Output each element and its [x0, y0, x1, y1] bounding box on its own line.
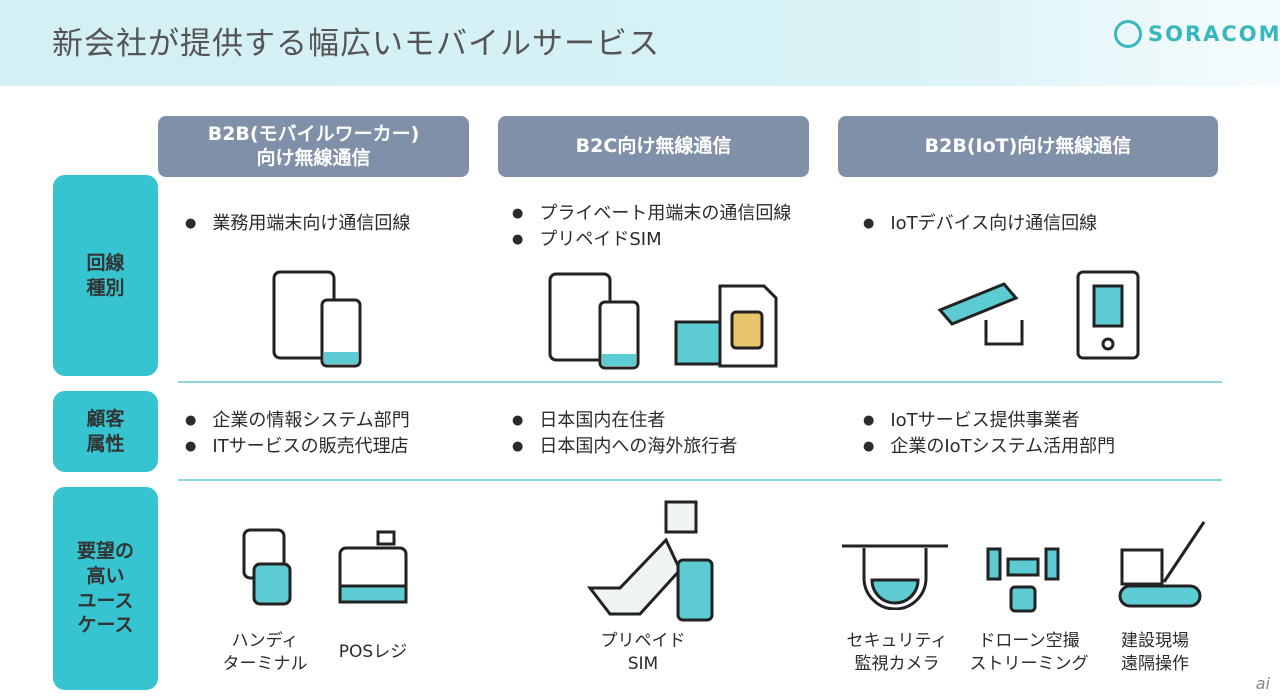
- camera-thermometer-device-icon: [937, 270, 1140, 360]
- line-type-list-iot: IoTデバイス向け通信回線: [863, 212, 1097, 238]
- row-label-customer: 顧客属性: [53, 391, 158, 472]
- devices-sim-icon: [548, 272, 778, 370]
- use-case-caption: ハンディターミナル: [210, 630, 320, 676]
- list-item: ITサービスの販売代理店: [185, 435, 410, 461]
- row-label-line: 顧客: [86, 407, 125, 430]
- caption-line: 遠隔操作: [1121, 654, 1189, 674]
- column-header-line: B2C向け無線通信: [575, 134, 732, 157]
- caption-line: ストリーミング: [969, 654, 1089, 674]
- tablet-phone-icon: [272, 270, 362, 368]
- logo-text: SORACOM: [1148, 22, 1280, 46]
- caption-line: POSレジ: [338, 642, 408, 662]
- soracom-logo: SORACOM: [1114, 20, 1280, 48]
- list-item: IoTサービス提供事業者: [863, 409, 1115, 435]
- row-label-line: ケース: [77, 614, 134, 637]
- row-label-line: 属性: [86, 432, 125, 455]
- caption-line: プリペイド: [600, 631, 686, 651]
- crane-icon: [1118, 521, 1206, 608]
- list-item: 業務用端末向け通信回線: [185, 212, 410, 238]
- column-header-b2b-mobile: B2B(モバイルワーカー)向け無線通信: [158, 116, 469, 177]
- row-label-line: 種別: [86, 276, 125, 299]
- line-type-list-b2c: プライベート用端末の通信回線プリペイドSIM: [512, 202, 791, 254]
- column-header-line: B2B(モバイルワーカー): [207, 122, 420, 145]
- list-item: 企業のIoTシステム活用部門: [863, 435, 1115, 461]
- caption-line: 監視カメラ: [854, 654, 940, 674]
- row-label-line-type: 回線種別: [53, 175, 158, 376]
- header-band: [0, 0, 1280, 86]
- caption-line: セキュリティ: [846, 631, 948, 651]
- caption-line: ターミナル: [222, 654, 308, 674]
- watermark: ai: [1255, 674, 1270, 693]
- row-label-line: ユース: [77, 589, 134, 612]
- row-divider: [178, 479, 1222, 481]
- row-divider: [178, 381, 1222, 383]
- handy-terminal-icon: [242, 528, 292, 606]
- column-header-line: 向け無線通信: [256, 146, 371, 169]
- column-header-b2c: B2C向け無線通信: [498, 116, 809, 177]
- list-item: プライベート用端末の通信回線: [512, 202, 791, 228]
- column-header-b2b-iot: B2B(IoT)向け無線通信: [838, 116, 1218, 177]
- caption-line: ドローン空撮: [978, 631, 1080, 651]
- dome-camera-icon: [842, 544, 948, 610]
- japan-map-suitcase-icon: [586, 500, 714, 622]
- customer-list-iot: IoTサービス提供事業者企業のIoTシステム活用部門: [863, 409, 1115, 461]
- use-case-caption: 建設現場遠隔操作: [1100, 630, 1210, 676]
- row-label-line: 要望の: [76, 540, 134, 563]
- list-item: 日本国内への海外旅行者: [512, 435, 737, 461]
- list-item: 日本国内在住者: [512, 409, 737, 435]
- logo-mark-icon: [1114, 20, 1142, 48]
- row-label-line: 回線: [86, 251, 125, 274]
- line-type-list-b2b: 業務用端末向け通信回線: [185, 212, 410, 238]
- customer-list-b2c: 日本国内在住者日本国内への海外旅行者: [512, 409, 737, 461]
- caption-line: ハンディ: [231, 631, 299, 651]
- use-case-caption: プリペイド SIM: [588, 630, 698, 676]
- list-item: 企業の情報システム部門: [185, 409, 409, 435]
- row-label-use-case: 要望の高いユースケース: [53, 487, 158, 690]
- list-item: IoTデバイス向け通信回線: [863, 212, 1097, 238]
- caption-line: 建設現場: [1121, 631, 1189, 651]
- drone-icon: [986, 547, 1060, 613]
- use-case-caption: POSレジ: [318, 641, 428, 664]
- column-header-line: B2B(IoT)向け無線通信: [924, 134, 1132, 157]
- customer-list-b2b: 企業の情報システム部門ITサービスの販売代理店: [185, 409, 410, 461]
- page-title: 新会社が提供する幅広いモバイルサービス: [52, 26, 660, 62]
- caption-line: SIM: [627, 654, 659, 674]
- list-item: プリペイドSIM: [512, 228, 791, 254]
- pos-register-icon: [338, 530, 408, 604]
- row-label-line: 高い: [86, 564, 125, 587]
- use-case-caption: ドローン空撮ストリーミング: [966, 630, 1092, 676]
- use-case-caption: セキュリティ監視カメラ: [842, 630, 952, 676]
